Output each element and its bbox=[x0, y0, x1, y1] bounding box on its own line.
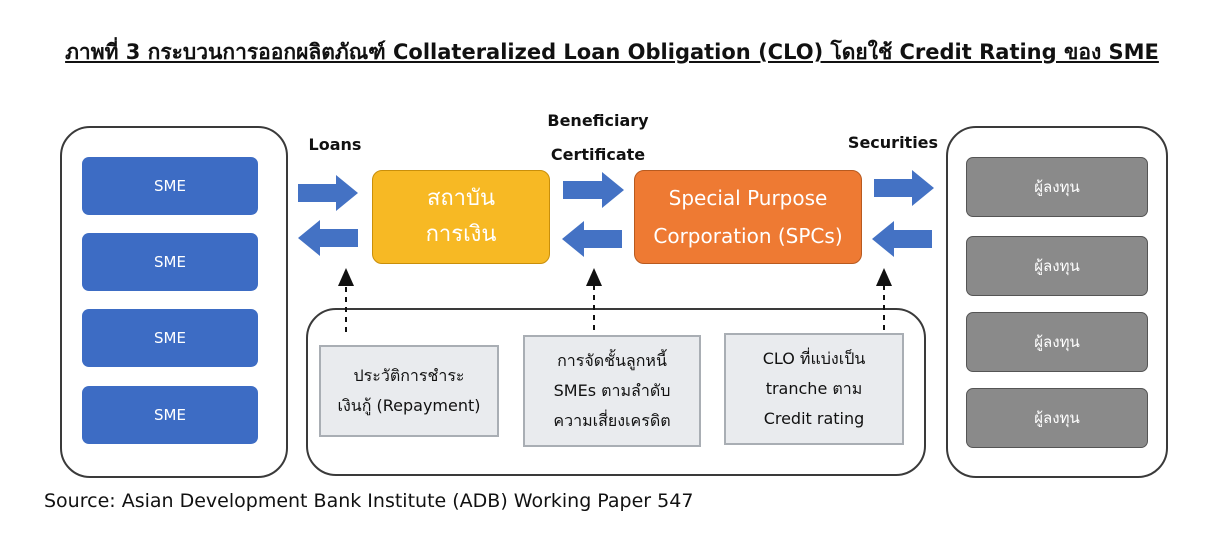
investor-box-1: ผู้ลงทุน bbox=[966, 157, 1148, 217]
sme-box-4: SME bbox=[82, 386, 258, 444]
investor-box-2: ผู้ลงทุน bbox=[966, 236, 1148, 296]
sme-box-3: SME bbox=[82, 309, 258, 367]
spc-node: Special Purpose Corporation (SPCs) bbox=[634, 170, 862, 264]
sme-box-2: SME bbox=[82, 233, 258, 291]
loans-label: Loans bbox=[308, 135, 362, 154]
certificate-right-arrow bbox=[563, 172, 624, 208]
beneficiary-label-line2: Certificate bbox=[550, 145, 646, 164]
repayment-history-line2: เงินกู้ (Repayment) bbox=[337, 396, 481, 415]
financial-institution-line1: สถาบัน bbox=[426, 186, 496, 211]
investor-box-4: ผู้ลงทุน bbox=[966, 388, 1148, 448]
certificate-left-arrow bbox=[562, 221, 622, 257]
debtor-classification-box: การจัดชั้นลูกหนี้ SMEs ตามลำดับ ความเสี่… bbox=[523, 335, 701, 447]
spc-line1: Special Purpose bbox=[668, 186, 828, 210]
page-title: ภาพที่ 3 กระบวนการออกผลิตภัณฑ์ Collatera… bbox=[65, 40, 1159, 64]
beneficiary-label-line1: Beneficiary bbox=[547, 111, 649, 130]
sme-box-1: SME bbox=[82, 157, 258, 215]
clo-tranche-line1: CLO ที่แบ่งเป็น bbox=[762, 349, 866, 368]
securities-label: Securities bbox=[847, 133, 939, 152]
securities-left-arrow bbox=[872, 221, 932, 257]
clo-tranche-line3: Credit rating bbox=[763, 409, 865, 428]
securities-right-arrow bbox=[874, 170, 934, 206]
debtor-classification-line2: SMEs ตามลำดับ bbox=[553, 381, 671, 400]
clo-tranche-box: CLO ที่แบ่งเป็น tranche ตาม Credit ratin… bbox=[724, 333, 904, 445]
repayment-history-line1: ประวัติการชำระ bbox=[353, 366, 465, 385]
debtor-classification-line1: การจัดชั้นลูกหนี้ bbox=[557, 351, 667, 370]
clo-tranche-line2: tranche ตาม bbox=[765, 379, 863, 398]
financial-institution-node: สถาบัน การเงิน bbox=[372, 170, 550, 264]
repayment-history-box: ประวัติการชำระ เงินกู้ (Repayment) bbox=[319, 345, 499, 437]
investor-box-3: ผู้ลงทุน bbox=[966, 312, 1148, 372]
source-note: Source: Asian Development Bank Institute… bbox=[44, 490, 694, 512]
financial-institution-line2: การเงิน bbox=[425, 222, 497, 247]
spc-line2: Corporation (SPCs) bbox=[653, 224, 843, 248]
loans-left-arrow bbox=[298, 220, 358, 256]
debtor-classification-line3: ความเสี่ยงเครดิต bbox=[553, 411, 671, 430]
loans-right-arrow bbox=[298, 175, 358, 211]
